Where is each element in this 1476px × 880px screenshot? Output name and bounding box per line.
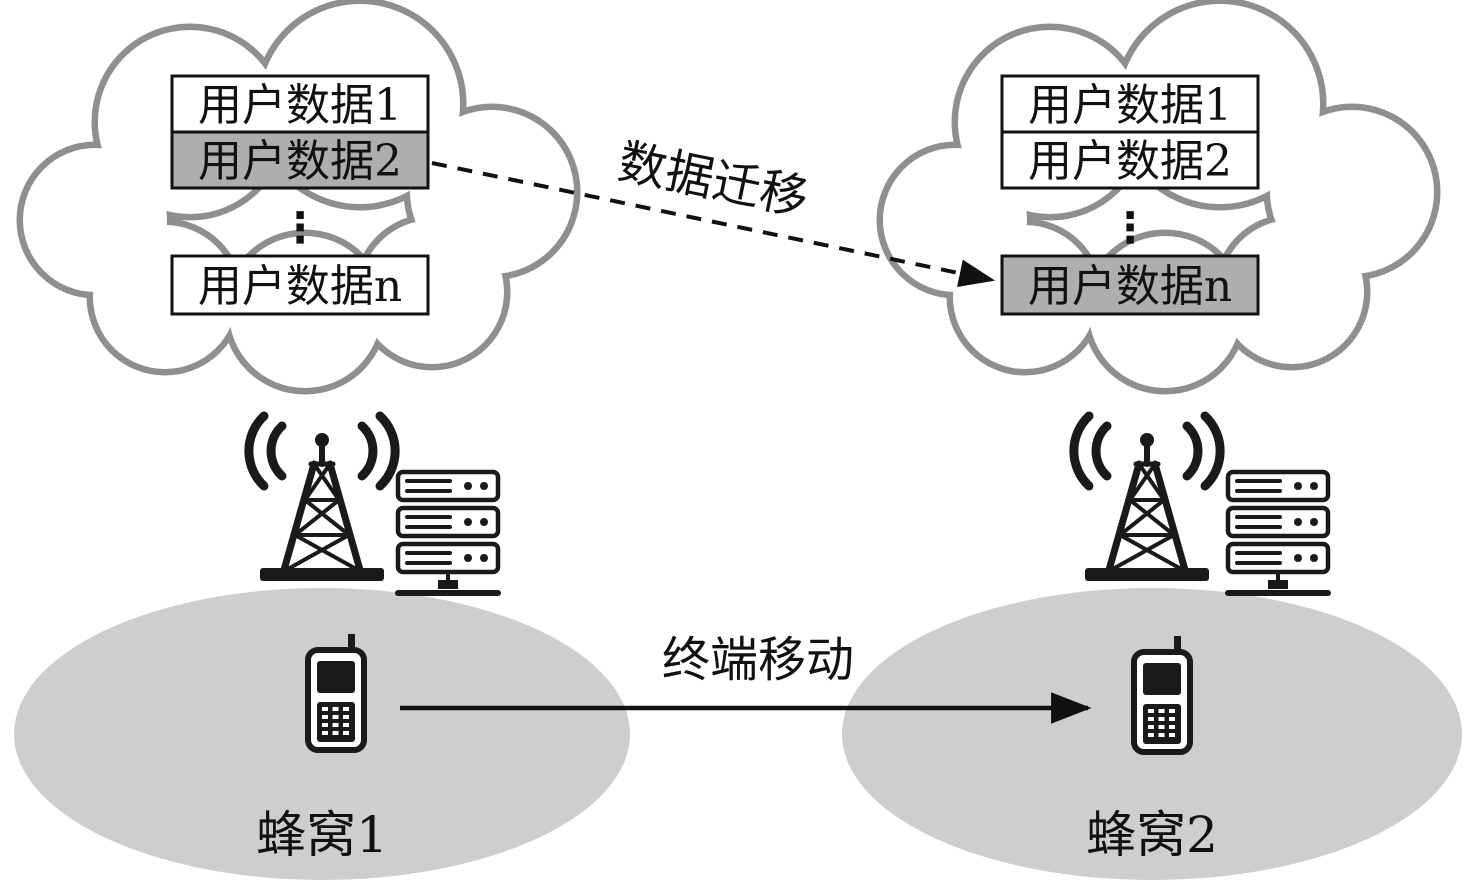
edge-server-right bbox=[1228, 472, 1328, 593]
cloud-right-data-stack: 用户数据1 用户数据2 ⋮ 用户数据n bbox=[1000, 74, 1260, 316]
mobile-phone-right bbox=[1134, 636, 1190, 752]
user-data-box-2-right-label: 用户数据2 bbox=[1028, 136, 1232, 187]
user-data-box-1-right bbox=[1000, 74, 1260, 134]
user-data-box-1-right-label: 用户数据1 bbox=[1028, 80, 1232, 131]
base-station-tower-right bbox=[1074, 416, 1220, 581]
mobile-phone-left bbox=[308, 634, 364, 750]
cell-1-label: 蜂窝1 bbox=[256, 806, 388, 864]
cell-2-label: 蜂窝2 bbox=[1086, 806, 1218, 864]
cloud-left bbox=[23, 4, 574, 388]
cloud-left-data-stack: 用户数据1 用户数据2 ⋮ 用户数据n bbox=[170, 74, 430, 316]
cloud-right bbox=[883, 4, 1434, 388]
data-migration-label: 数据迁移 bbox=[614, 134, 813, 227]
user-data-box-2-left-label: 用户数据2 bbox=[198, 136, 402, 187]
user-data-box-2-left-highlighted bbox=[170, 130, 430, 190]
data-migration-arrow bbox=[431, 161, 996, 287]
ellipsis-dots-right: ⋮ bbox=[1109, 203, 1151, 252]
user-data-box-n-left-label: 用户数据n bbox=[198, 261, 402, 312]
edge-server-left bbox=[398, 472, 498, 593]
user-data-box-1-left-label: 用户数据1 bbox=[198, 80, 402, 131]
user-data-box-1-left bbox=[170, 74, 430, 134]
user-data-box-n-right-highlighted bbox=[1000, 254, 1260, 316]
user-data-box-2-right bbox=[1000, 130, 1260, 190]
base-station-tower-left bbox=[249, 416, 395, 581]
terminal-movement-label: 终端移动 bbox=[662, 632, 854, 688]
ellipsis-dots-left: ⋮ bbox=[279, 203, 321, 252]
user-data-box-n-right-label: 用户数据n bbox=[1028, 261, 1232, 312]
user-data-box-n-left bbox=[170, 254, 430, 316]
